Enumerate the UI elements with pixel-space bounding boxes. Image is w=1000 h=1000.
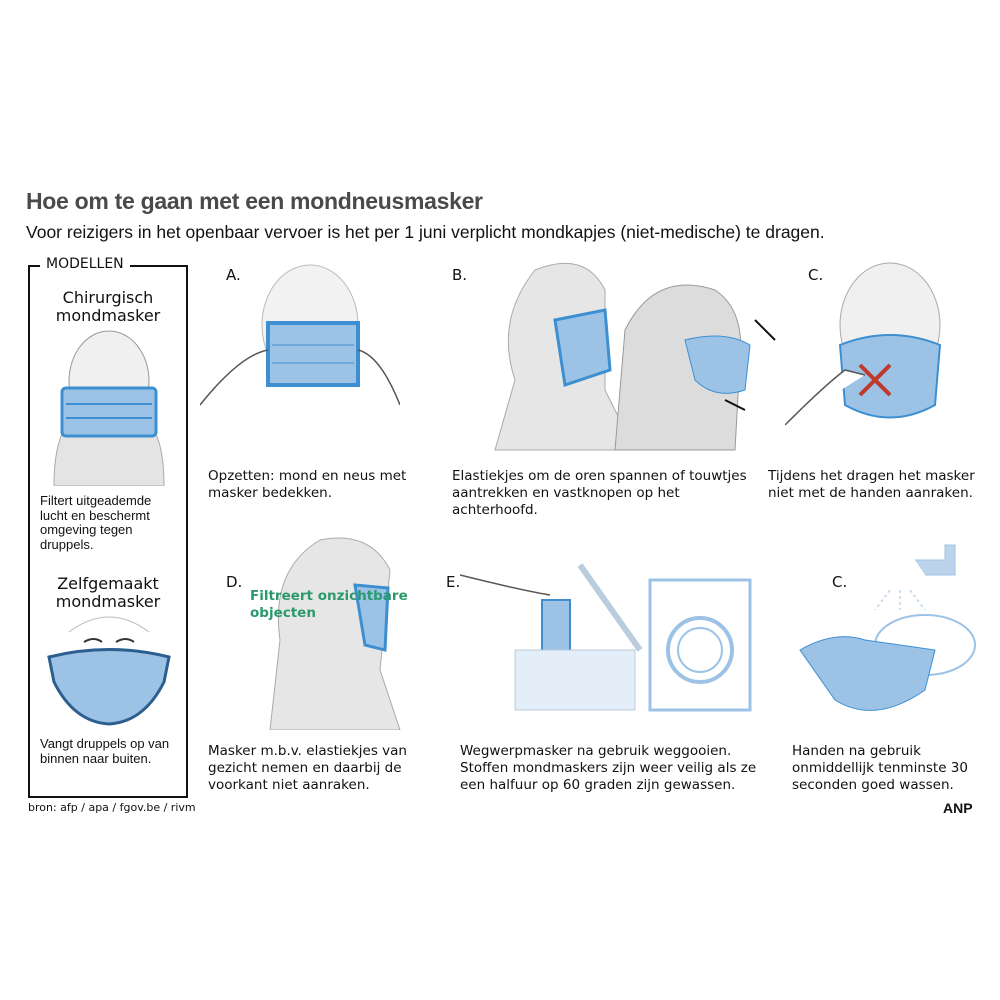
step-d-caption: Masker m.b.v. elastiekjes van gezicht ne… bbox=[208, 743, 407, 793]
step-d-illustration bbox=[269, 537, 401, 730]
homemade-mask-description: Vangt druppels op van binnen naar buiten… bbox=[40, 736, 170, 766]
step-d-letter: D. bbox=[226, 573, 243, 591]
step-a-illustration bbox=[200, 264, 400, 406]
step-c-letter: C. bbox=[808, 266, 824, 284]
surgical-mask-description: Filtert uitgeademde lucht en beschermt o… bbox=[40, 493, 152, 552]
step-f-illustration bbox=[799, 544, 976, 711]
overlay-annotation: Filtreert onzichtbare objecten bbox=[250, 588, 408, 621]
step-e-caption: Wegwerpmasker na gebruik weggooien. Stof… bbox=[460, 743, 757, 793]
step-b-letter: B. bbox=[452, 266, 468, 284]
homemade-mask-illustration bbox=[47, 616, 171, 726]
step-a-letter: A. bbox=[226, 266, 241, 284]
page-subtitle: Voor reizigers in het openbaar vervoer i… bbox=[26, 222, 825, 242]
page-title: Hoe om te gaan met een mondneusmasker bbox=[26, 188, 483, 214]
surgical-mask-title: Chirurgisch mondmasker bbox=[55, 288, 161, 325]
models-label: MODELLEN bbox=[40, 256, 130, 272]
step-e-letter: E. bbox=[446, 573, 461, 591]
source-credit: bron: afp / apa / fgov.be / rivm bbox=[28, 801, 196, 814]
surgical-mask-illustration bbox=[53, 330, 165, 486]
step-b-caption: Elastiekjes om de oren spannen of touwtj… bbox=[452, 468, 747, 518]
step-a-caption: Opzetten: mond en neus met masker bedekk… bbox=[208, 468, 407, 501]
step-b-illustration bbox=[494, 262, 776, 451]
step-c-caption: Tijdens het dragen het masker niet met d… bbox=[768, 468, 975, 501]
step-f-letter: C. bbox=[832, 573, 848, 591]
step-e-illustration bbox=[460, 563, 752, 712]
homemade-mask-title: Zelfgemaakt mondmasker bbox=[55, 574, 161, 611]
step-f-caption: Handen na gebruik onmiddellijk tenminste… bbox=[792, 743, 968, 793]
anp-logo: ANP bbox=[943, 800, 973, 816]
step-c-illustration bbox=[785, 262, 942, 426]
